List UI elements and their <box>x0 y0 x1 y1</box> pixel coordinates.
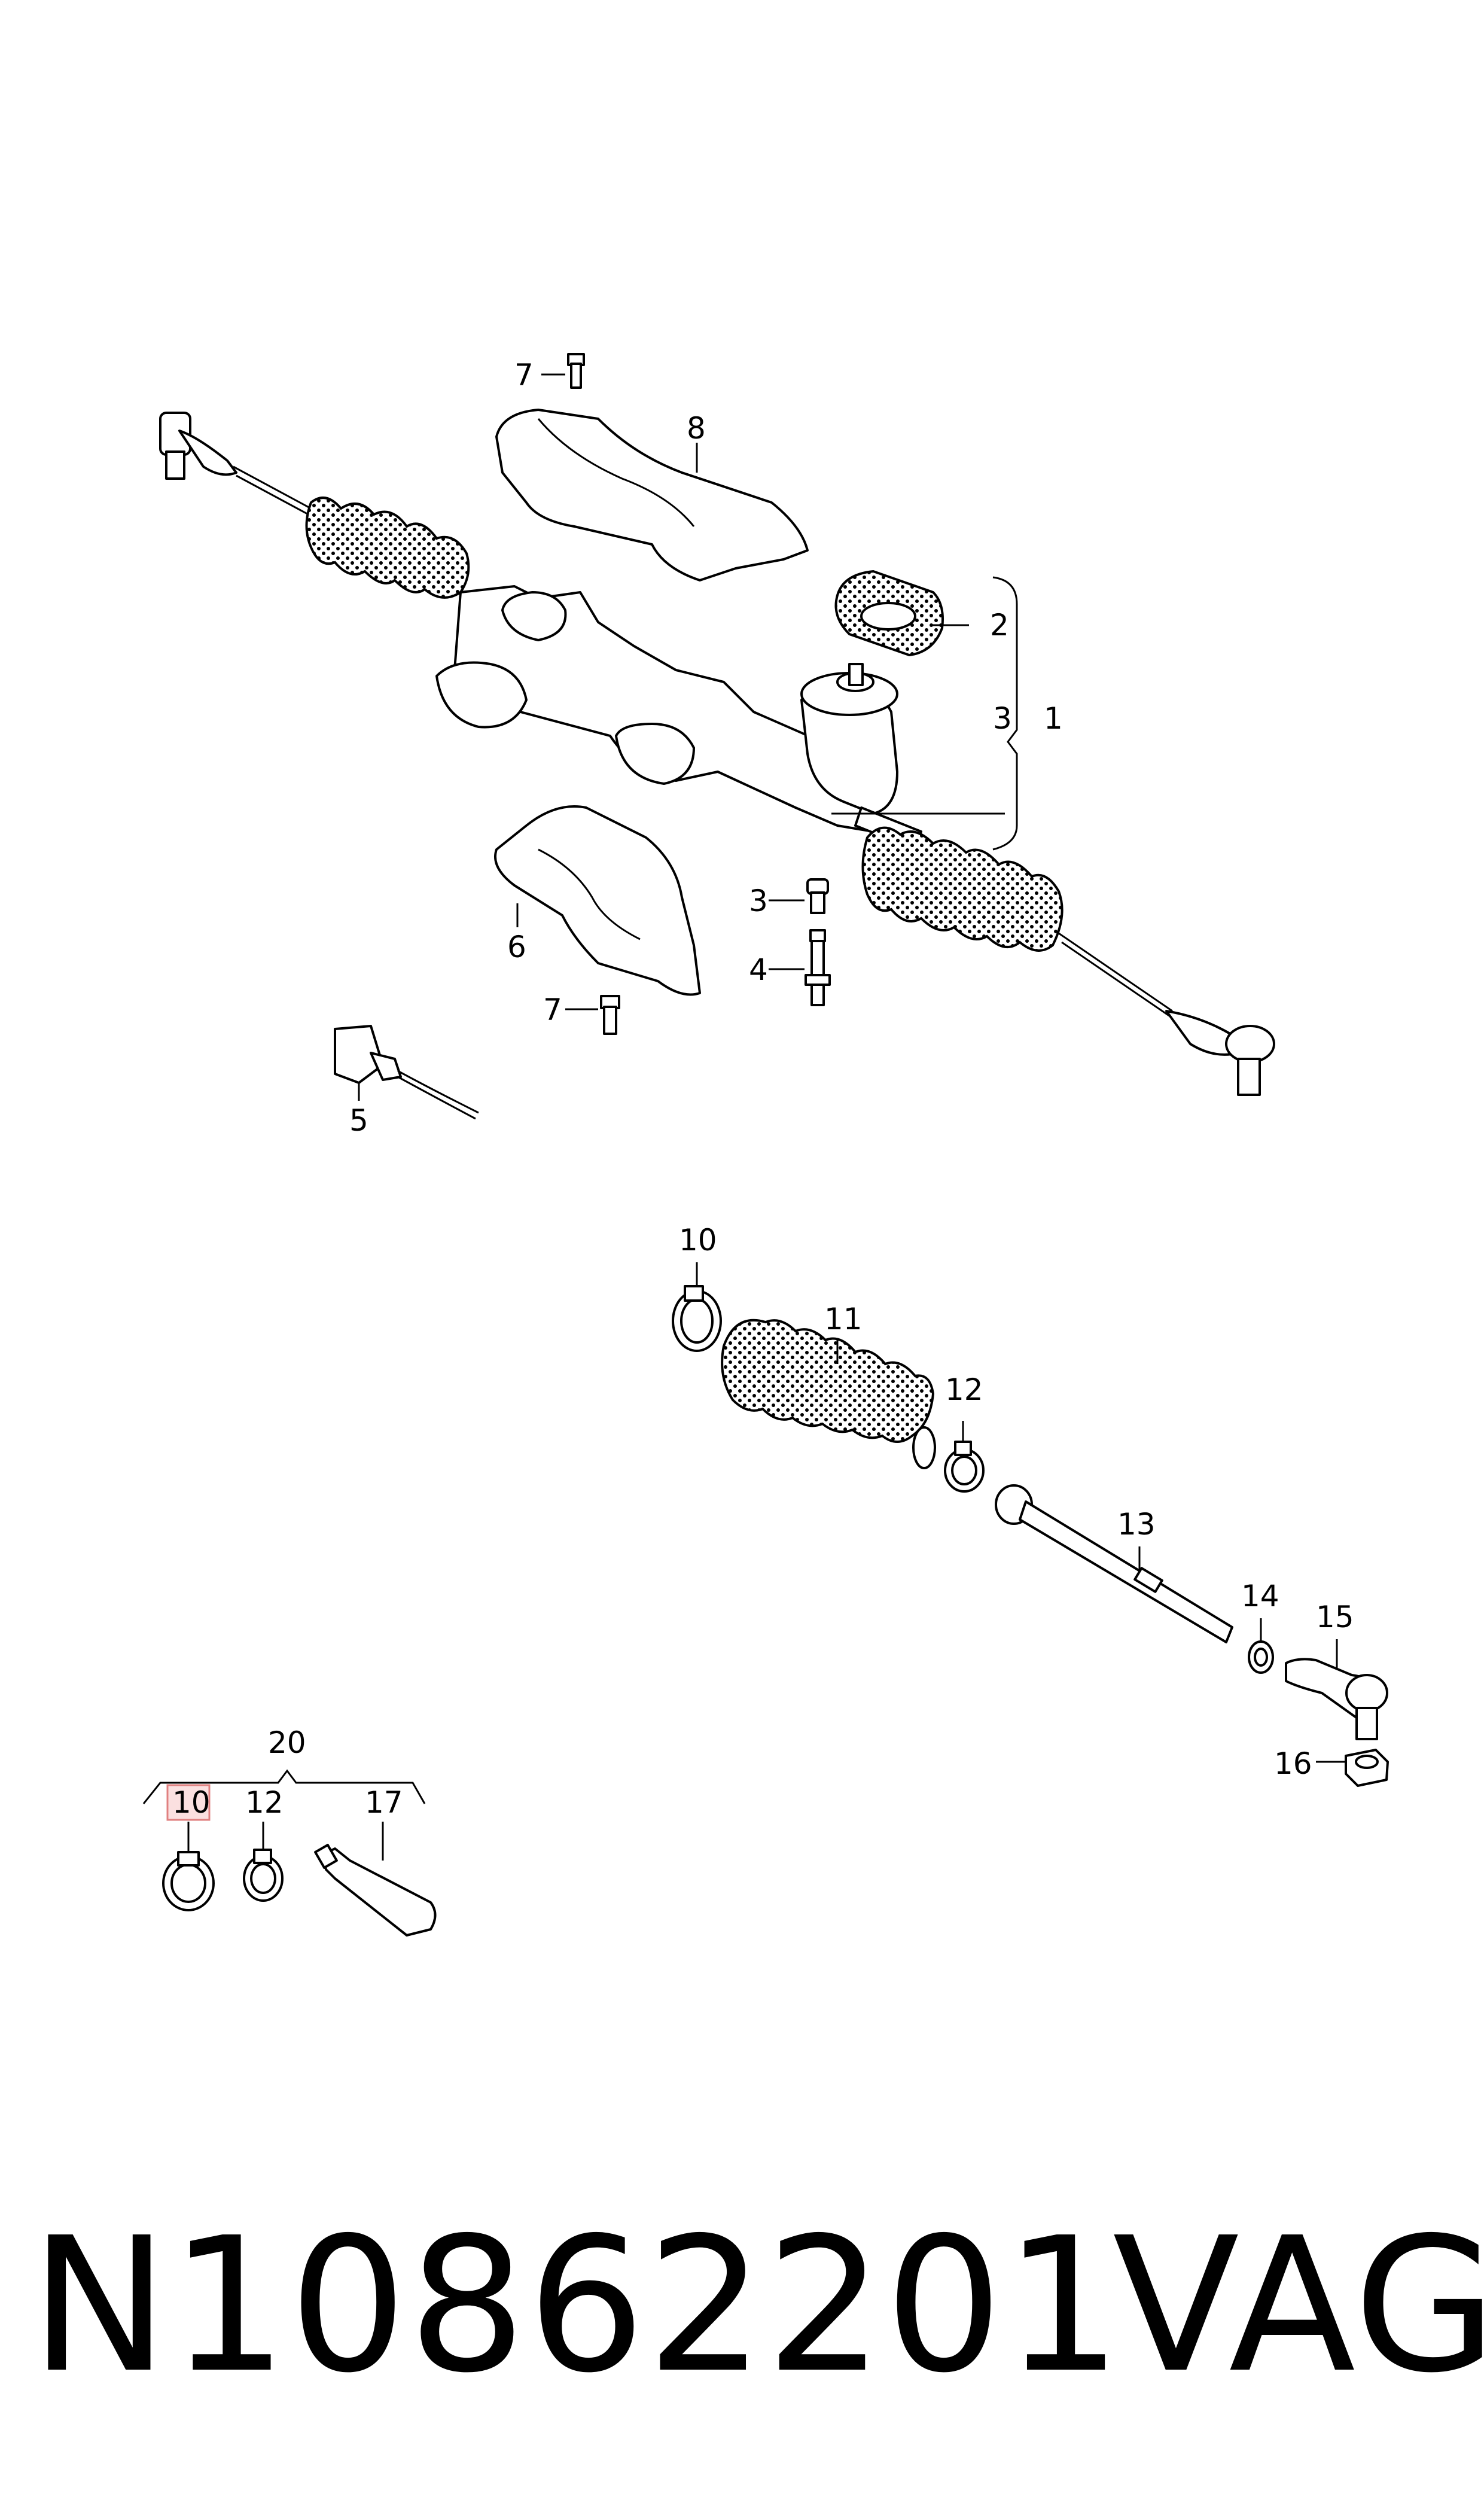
callout-10: 10 <box>679 1223 717 1258</box>
callout-6: 6 <box>507 930 526 964</box>
callout-5: 5 <box>349 1103 368 1138</box>
callout-10-highlight <box>166 1784 211 1821</box>
callout-2: 2 <box>990 608 1009 643</box>
heat-shield-upper <box>495 409 809 581</box>
right-rod <box>1058 932 1173 1012</box>
heat-shield-lower <box>494 805 701 996</box>
callout-15: 15 <box>1316 1600 1354 1634</box>
right-tie-rod-end <box>1165 1010 1275 1096</box>
callout-12-kit: 12 <box>245 1785 284 1820</box>
left-tie-rod-end <box>159 412 237 480</box>
callout-7-lower: 7 <box>543 992 562 1027</box>
clamp-12 <box>944 1441 985 1493</box>
callout-17: 17 <box>365 1785 403 1820</box>
callout-11: 11 <box>824 1302 863 1336</box>
right-boot <box>861 826 1064 952</box>
callout-14: 14 <box>1241 1579 1279 1613</box>
callout-20: 20 <box>268 1725 306 1760</box>
bolt-3 <box>806 878 829 914</box>
inner-tie-rod-13 <box>995 1484 1233 1643</box>
brand-name: VAG <box>1113 2198 1484 2414</box>
boot-11 <box>721 1319 935 1443</box>
callout-16: 16 <box>1274 1746 1312 1781</box>
grease-tube-17 <box>314 1844 437 1937</box>
left-boot <box>305 497 470 599</box>
callout-4: 4 <box>749 952 768 987</box>
left-rod <box>233 465 312 510</box>
kit-bracket <box>142 1769 426 1804</box>
callout-7: 7 <box>514 358 534 392</box>
bolt-7-top <box>567 353 585 389</box>
tie-rod-end-15 <box>1285 1658 1388 1740</box>
kit-clamp-12 <box>243 1849 284 1902</box>
callout-3-bolt: 3 <box>749 884 768 918</box>
callout-1: 1 <box>1044 701 1063 736</box>
callout-10-kit: 10 <box>172 1785 211 1820</box>
part-number: N10862201 <box>30 2198 1123 2414</box>
callout-3: 3 <box>993 701 1012 736</box>
callout-8: 8 <box>687 411 706 446</box>
lock-nut-14 <box>1248 1640 1274 1674</box>
sensor <box>334 1025 479 1120</box>
clamp-10 <box>672 1285 722 1352</box>
callout-13: 13 <box>1117 1507 1156 1542</box>
steering-rack-assembly <box>159 412 1275 1096</box>
callout-12: 12 <box>945 1372 983 1407</box>
bolt-4 <box>805 929 831 1006</box>
kit-clamp-10 <box>162 1851 215 1911</box>
bolt-7-lower <box>600 995 620 1035</box>
nut-16 <box>1345 1749 1389 1787</box>
